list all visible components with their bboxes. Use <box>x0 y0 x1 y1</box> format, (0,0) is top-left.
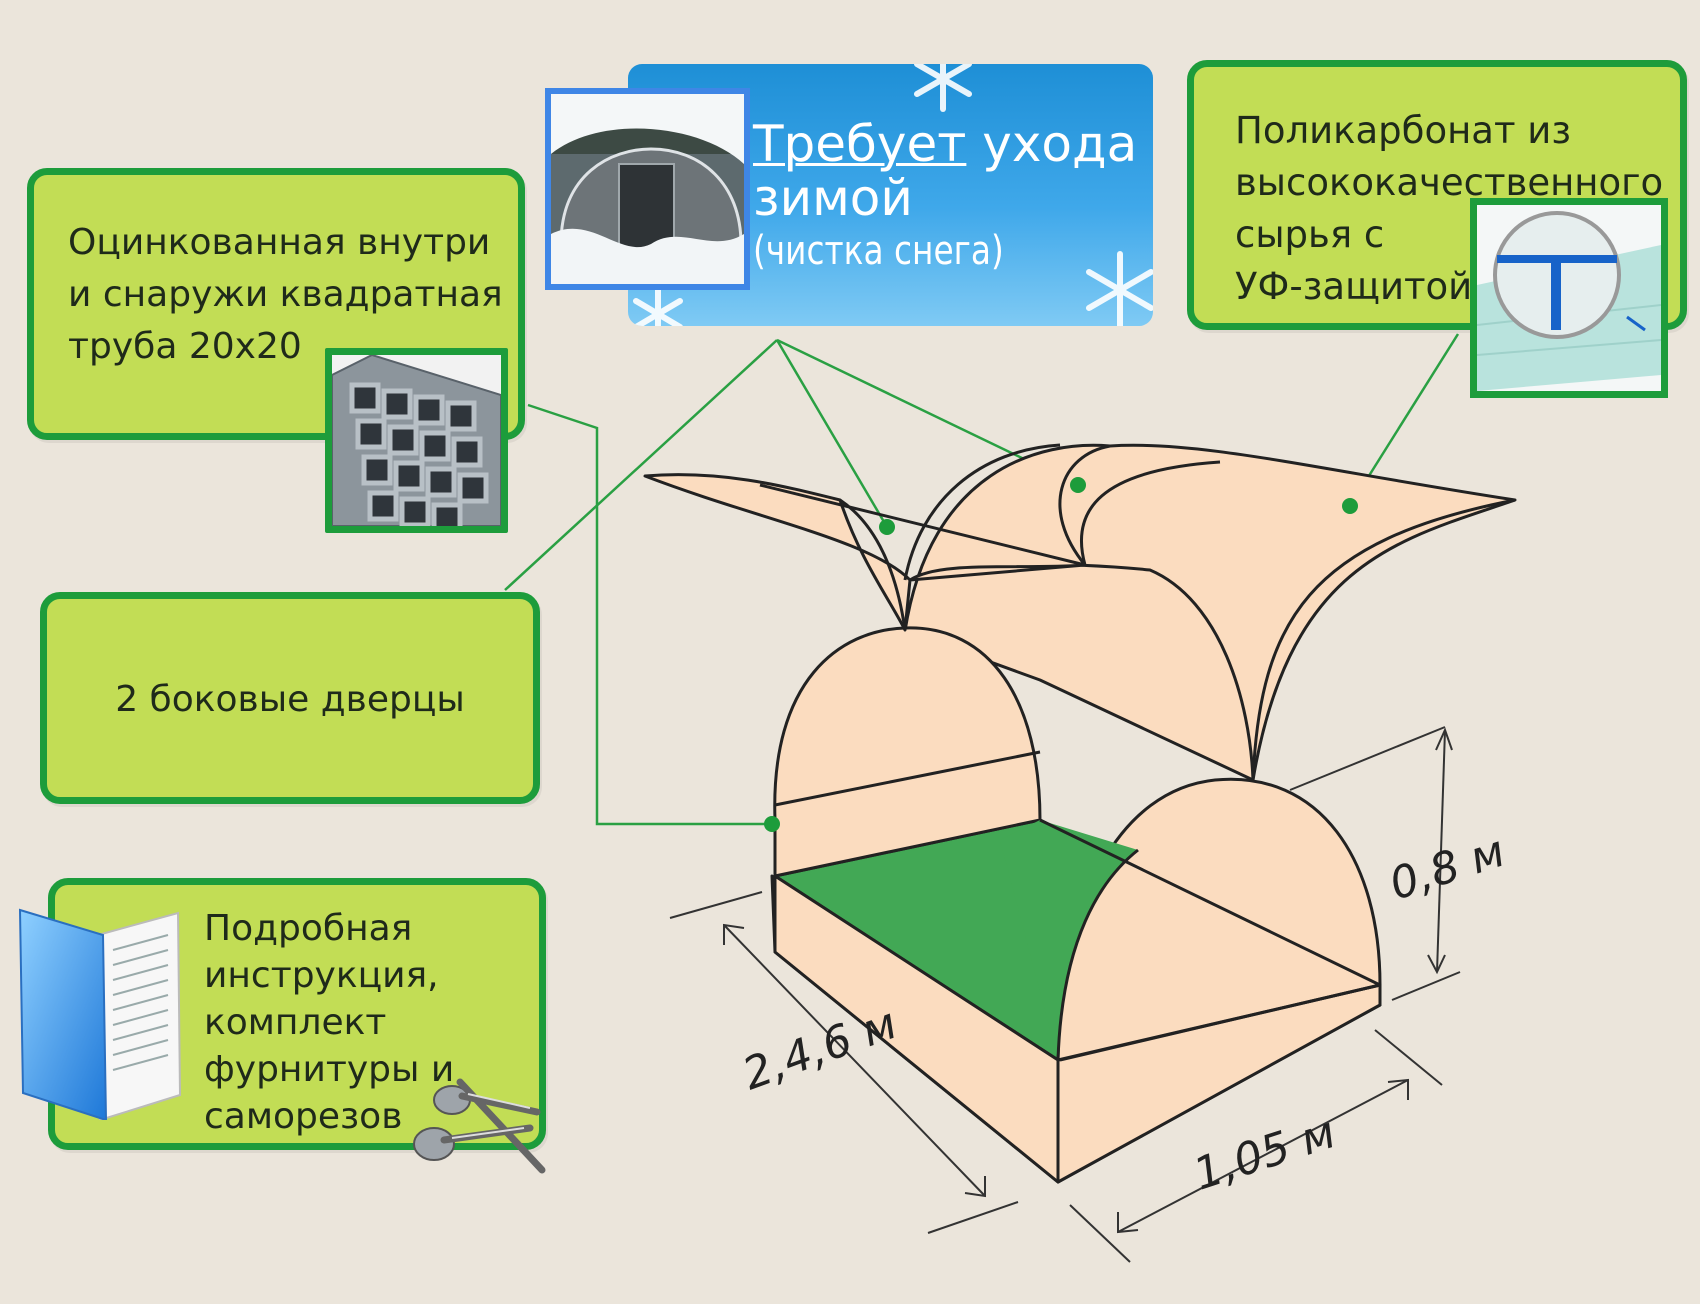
snowy-greenhouse-icon <box>551 94 744 284</box>
winter-subtitle: (чистка снега) <box>753 228 1004 274</box>
leader-dots <box>764 477 1358 832</box>
dimension-lines <box>669 726 1461 1263</box>
winter-title-line2: зимой <box>753 169 913 227</box>
leader-pipe <box>527 403 772 826</box>
callout-kit-text: Подробная инструкция, комплект фурнитуры… <box>204 908 455 1137</box>
snowflake-icon <box>914 64 972 112</box>
snowflake-icon <box>633 286 683 326</box>
greenhouse <box>643 443 1517 1184</box>
screws-icon <box>413 1078 546 1174</box>
square-pipes-icon <box>332 355 501 526</box>
polycarbonate-sheet-icon <box>1477 205 1661 391</box>
callout-pipe-text: Оцинкованная внутри и снаружи квадратная… <box>68 222 503 367</box>
leader-doors <box>504 339 778 591</box>
callout-poly-text: Поликарбонат из высококачественного сырь… <box>1235 109 1664 308</box>
snowflake-decor <box>633 64 1153 326</box>
polycarbonate-photo <box>1470 198 1668 398</box>
leader-winter-1 <box>775 339 889 528</box>
snow-greenhouse-photo <box>545 88 750 290</box>
callout-doors: 2 боковые дверцы <box>40 592 540 804</box>
winter-title-line1: Требует ухода <box>753 115 1138 173</box>
callout-pipe: Оцинкованная внутри и снаружи квадратная… <box>27 168 525 440</box>
pipes-photo <box>325 348 508 533</box>
callout-doors-text: 2 боковые дверцы <box>115 679 465 720</box>
dim-width: 1,05 м <box>1188 1107 1342 1200</box>
book-icon <box>18 908 182 1120</box>
lid <box>643 443 1517 782</box>
dim-height: 0,8 м <box>1384 826 1511 911</box>
snowflake-icon <box>1086 251 1153 326</box>
floor-inner <box>1000 820 1138 1060</box>
